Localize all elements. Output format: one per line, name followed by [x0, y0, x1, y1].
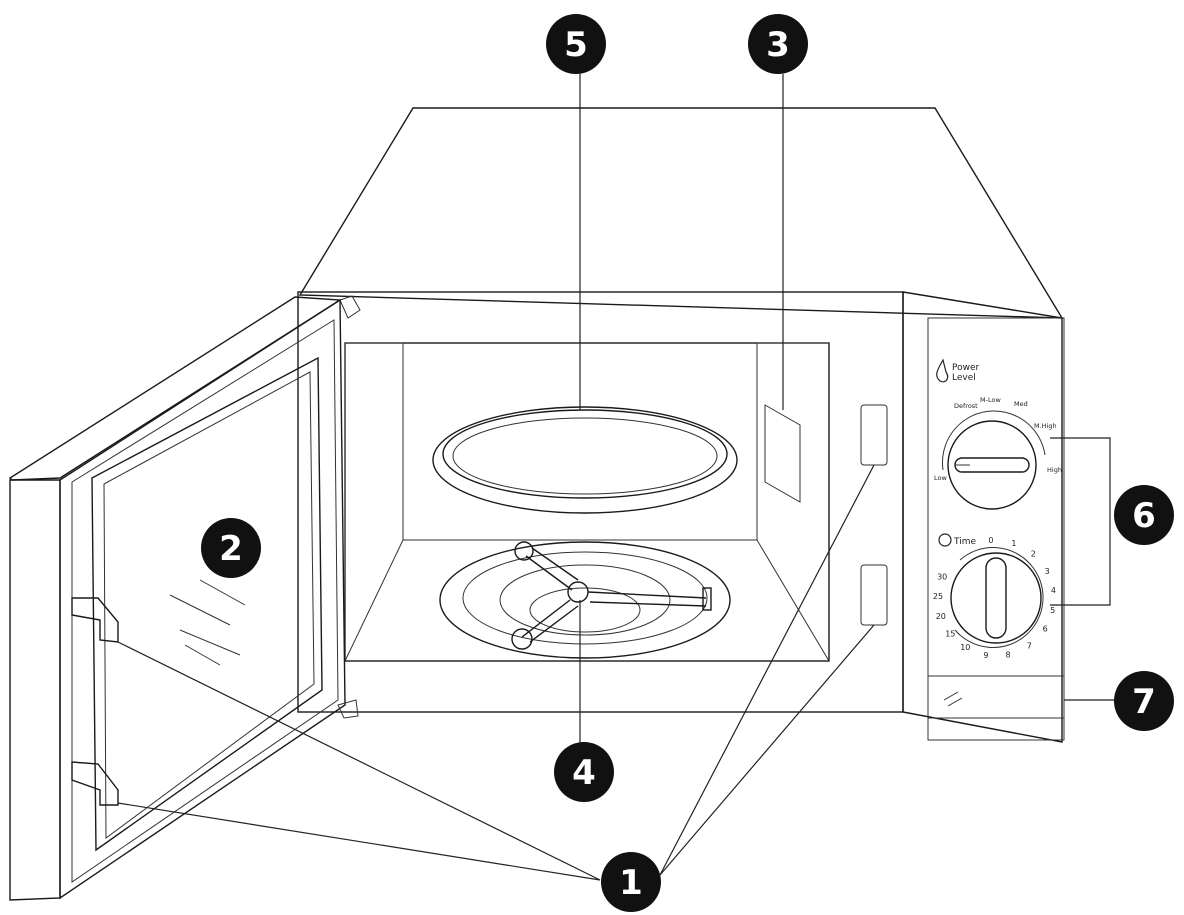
power-level-icon [936, 358, 949, 383]
roller-support-arms [511, 541, 712, 650]
glass-tray [432, 406, 738, 514]
callout-6: 6 [1114, 485, 1174, 545]
power-level-title-line1: Power [952, 363, 980, 373]
power-label-high: High [1047, 466, 1062, 474]
timer-icon [938, 533, 952, 547]
timer-mark-0: 0 [988, 536, 993, 545]
callout-4-label: 4 [572, 753, 596, 793]
timer-mark-5: 5 [1050, 606, 1055, 615]
leader-lines [117, 74, 1120, 881]
power-label-low: Low [934, 474, 947, 482]
timer-mark-9: 9 [983, 651, 988, 660]
door-latch-top [71, 597, 119, 643]
timer-mark-15: 15 [945, 630, 955, 639]
door-window [91, 356, 323, 852]
callout-3: 3 [748, 14, 808, 74]
callout-7: 7 [1114, 671, 1174, 731]
microwave-body [297, 107, 1065, 743]
callout-1: 1 [601, 852, 661, 912]
power-level-knob[interactable] [941, 410, 1046, 510]
oven-cavity [344, 342, 830, 662]
door-release-button[interactable] [928, 675, 1064, 719]
callout-5: 5 [546, 14, 606, 74]
timer-mark-3: 3 [1045, 567, 1050, 576]
callout-2-label: 2 [219, 529, 243, 569]
timer-mark-2: 2 [1031, 550, 1036, 559]
turntable-ring-assembly [439, 541, 731, 659]
callout-3-label: 3 [766, 25, 790, 65]
open-door [8, 295, 361, 901]
waveguide-cover [764, 404, 801, 503]
timer-mark-20: 20 [936, 612, 946, 621]
callout-5-label: 5 [564, 25, 588, 65]
callout-7-label: 7 [1132, 682, 1156, 722]
timer-mark-6: 6 [1043, 625, 1048, 634]
timer-mark-30: 30 [937, 572, 947, 581]
timer-mark-10: 10 [960, 643, 970, 652]
power-label-m-low: M-Low [980, 396, 1001, 404]
timer-title: Time [953, 537, 976, 547]
timer-mark-4: 4 [1051, 586, 1056, 595]
timer-mark-7: 7 [1027, 642, 1032, 651]
callout-4: 4 [554, 742, 614, 802]
door-latch-holes [860, 404, 888, 626]
timer-mark-1: 1 [1011, 539, 1016, 548]
door-latch-bottom [71, 761, 119, 806]
power-label-med: Med [1014, 400, 1028, 408]
power-level-title-line2: Level [952, 373, 976, 383]
callout-1-label: 1 [619, 863, 643, 903]
power-label-defrost: Defrost [954, 402, 978, 410]
timer-mark-25: 25 [933, 592, 943, 601]
control-panel: Power Level Defrost M-Low Med M.High Hig… [928, 358, 1064, 719]
timer-knob[interactable] [950, 547, 1044, 648]
callout-2: 2 [201, 518, 261, 578]
timer-mark-8: 8 [1006, 651, 1011, 660]
callout-6-label: 6 [1132, 496, 1156, 536]
power-label-m-high: M.High [1034, 422, 1057, 430]
